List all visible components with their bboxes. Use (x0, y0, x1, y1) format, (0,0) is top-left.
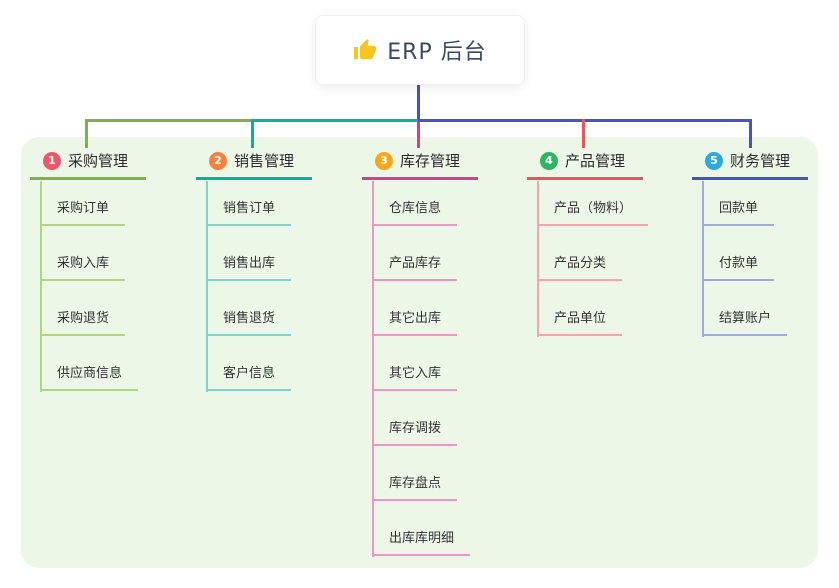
child-topic[interactable]: 库存盘点 (372, 472, 458, 501)
connector-inventory-children (372, 181, 374, 557)
child-topic[interactable]: 其它入库 (372, 362, 458, 391)
child-row: 库存盘点 (362, 446, 522, 501)
child-row: 结算账户 (692, 281, 839, 336)
child-topic[interactable]: 产品库存 (372, 252, 458, 281)
branch-product-children: 产品（物料） 产品分类 产品单位 (527, 180, 687, 336)
child-row: 其它入库 (362, 336, 522, 391)
child-topic[interactable]: 仓库信息 (372, 197, 458, 226)
child-row: 产品（物料） (527, 180, 687, 226)
child-row: 采购入库 (30, 226, 190, 281)
child-topic[interactable]: 供应商信息 (40, 362, 139, 391)
child-topic[interactable]: 库存调拨 (372, 417, 458, 446)
child-topic[interactable]: 客户信息 (206, 362, 292, 391)
root-node-erp-backend[interactable]: ERP 后台 (315, 15, 525, 85)
badge-3-icon: 3 (375, 151, 393, 170)
child-row: 销售出库 (196, 226, 356, 281)
branch-inventory-label: 库存管理 (400, 152, 461, 170)
connector-finance-children (702, 181, 704, 337)
connector-product-children (537, 181, 539, 337)
badge-4-icon: 4 (540, 151, 558, 170)
child-topic[interactable]: 销售订单 (206, 197, 292, 226)
connector-bus-green (85, 119, 253, 122)
connector-drop-inventory (417, 122, 420, 148)
branch-finance: 5 财务管理 回款单 付款单 结算账户 (692, 148, 839, 337)
connector-drop-sales (251, 119, 254, 148)
connector-root-drop (417, 84, 420, 122)
connector-drop-product (582, 119, 585, 148)
connector-drop-purchase (85, 119, 88, 148)
child-row: 回款单 (692, 180, 839, 226)
root-node-label: ERP 后台 (387, 40, 487, 65)
child-topic[interactable]: 其它出库 (372, 307, 458, 336)
child-row: 产品单位 (527, 281, 687, 336)
child-row: 产品分类 (527, 226, 687, 281)
branch-inventory-children: 仓库信息 产品库存 其它出库 其它入库 库存调拨 库存盘点 出库库明细 (362, 180, 522, 556)
connector-purchase-children (40, 181, 42, 392)
child-row: 付款单 (692, 226, 839, 281)
child-row: 出库库明细 (362, 501, 522, 556)
branch-sales-children: 销售订单 销售出库 销售退货 客户信息 (196, 180, 356, 391)
child-topic[interactable]: 采购订单 (40, 197, 126, 226)
child-row: 客户信息 (196, 336, 356, 391)
child-topic[interactable]: 回款单 (702, 197, 775, 226)
child-topic[interactable]: 产品单位 (537, 307, 623, 336)
branch-inventory: 3 库存管理 仓库信息 产品库存 其它出库 其它入库 库存调拨 库存盘点 出库库… (362, 148, 522, 557)
branch-product-header[interactable]: 4 产品管理 (527, 148, 643, 180)
child-topic[interactable]: 产品（物料） (537, 197, 649, 226)
branches-background-panel (21, 137, 818, 568)
badge-1-icon: 1 (43, 151, 61, 170)
connector-bus-teal (253, 119, 418, 122)
child-topic[interactable]: 销售退货 (206, 307, 292, 336)
child-topic[interactable]: 销售出库 (206, 252, 292, 281)
child-topic[interactable]: 采购退货 (40, 307, 126, 336)
child-row: 产品库存 (362, 226, 522, 281)
branch-finance-header[interactable]: 5 财务管理 (692, 148, 808, 180)
branch-product: 4 产品管理 产品（物料） 产品分类 产品单位 (527, 148, 687, 337)
branch-product-label: 产品管理 (565, 152, 626, 170)
child-row: 销售退货 (196, 281, 356, 336)
child-topic[interactable]: 付款单 (702, 252, 775, 281)
branch-purchase-children: 采购订单 采购入库 采购退货 供应商信息 (30, 180, 190, 391)
branch-inventory-header[interactable]: 3 库存管理 (362, 148, 478, 180)
badge-5-icon: 5 (705, 151, 723, 170)
child-row: 采购订单 (30, 180, 190, 226)
child-row: 其它出库 (362, 281, 522, 336)
branch-sales-header[interactable]: 2 销售管理 (196, 148, 312, 180)
child-row: 采购退货 (30, 281, 190, 336)
child-topic[interactable]: 结算账户 (702, 307, 788, 336)
thumbs-up-icon (353, 38, 377, 62)
branch-finance-label: 财务管理 (730, 152, 791, 170)
branch-purchase-header[interactable]: 1 采购管理 (30, 148, 146, 180)
branch-purchase: 1 采购管理 采购订单 采购入库 采购退货 供应商信息 (30, 148, 190, 392)
connector-bus-blue (418, 119, 752, 122)
child-row: 仓库信息 (362, 180, 522, 226)
child-row: 销售订单 (196, 180, 356, 226)
badge-2-icon: 2 (209, 151, 227, 170)
child-topic[interactable]: 采购入库 (40, 252, 126, 281)
branch-sales-label: 销售管理 (234, 152, 295, 170)
child-topic[interactable]: 出库库明细 (372, 527, 471, 556)
branch-purchase-label: 采购管理 (68, 152, 129, 170)
child-row: 供应商信息 (30, 336, 190, 391)
child-row: 库存调拨 (362, 391, 522, 446)
connector-sales-children (206, 181, 208, 392)
child-topic[interactable]: 产品分类 (537, 252, 623, 281)
connector-drop-finance (749, 119, 752, 148)
branch-finance-children: 回款单 付款单 结算账户 (692, 180, 839, 336)
branch-sales: 2 销售管理 销售订单 销售出库 销售退货 客户信息 (196, 148, 356, 392)
